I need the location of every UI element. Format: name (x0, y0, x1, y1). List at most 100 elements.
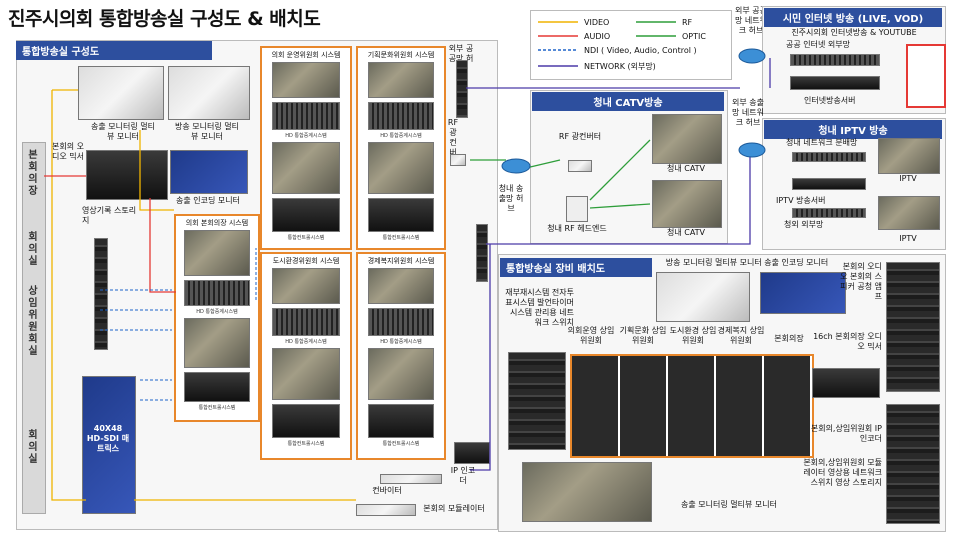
external-network-hub-label: 외부 공공망 네트워크 허브 (735, 6, 767, 35)
system-control-monitor (184, 318, 250, 368)
catv-label-2: 청내 CATV (666, 228, 706, 237)
matrix-photo (82, 376, 136, 514)
converter-device (380, 474, 442, 484)
matrix-label: 40X48 HD-SDI 매트릭스 (86, 424, 130, 453)
system-main-hall: 의회 본회의장 시스템 HD 통합중계시스템 통합컨트롤시스템 (174, 214, 260, 422)
system-monitor (368, 268, 434, 304)
equipment-right-1: 본회의 오디오 본회의 스피커 공청 앰프 (840, 262, 882, 301)
ip-encoder-label: IP 인코더 (450, 466, 476, 485)
rf-rack-device (476, 224, 488, 282)
equipment-broadcast-monitor (656, 272, 750, 322)
equipment-right-4: 본회의,상임위원회 모듈레이터 영상용 네트워크 스위치 영상 스토리지 (803, 458, 882, 487)
col-label-2: 도시환경 상임위원회 (669, 326, 717, 345)
architecture-panel-header: 통합방송실 구성도 (16, 41, 212, 60)
internal-hub-label: 청내 송출망 허브 (498, 184, 524, 213)
iptv-screen-1 (878, 138, 940, 174)
equipment-top-monitors-label: 방송 모니터링 멀티뷰 모니터 송출 인코딩 모니터 (665, 258, 829, 267)
audio-mixer-photo (86, 150, 168, 200)
citizen-line-2: 공공 인터넷 외부망 (786, 40, 850, 49)
system-monitor (272, 62, 340, 98)
rf-line (589, 139, 651, 201)
system-switcher (272, 102, 340, 130)
citizen-line-3: 인터넷방송서버 (804, 96, 856, 105)
system-control-monitor (272, 142, 340, 194)
citizen-server (790, 76, 880, 90)
encoding-monitor-photo (170, 150, 248, 194)
system-monitor (272, 268, 340, 304)
converter-label: 컨바이터 (372, 486, 402, 495)
equipment-desk-area (570, 354, 814, 458)
broadcast-monitor-label: 방송 모니터링 멀티뷰 모니터 (175, 122, 239, 141)
catv-label-1: 청내 CATV (666, 164, 706, 173)
system-monitor (368, 62, 434, 98)
system-monitor (184, 230, 250, 276)
network-line (470, 244, 491, 471)
system-control-unit (368, 198, 434, 232)
legend-label: VIDEO (584, 18, 609, 27)
router-icon (738, 48, 766, 64)
video-line (139, 130, 174, 211)
output-monitor-label: 송출 모니터링 멀티뷰 모니터 (91, 122, 155, 141)
iptv-label-2: IPTV (899, 234, 917, 243)
citizen-switch (790, 54, 880, 66)
iptv-server-label: IPTV 방송서버 (776, 196, 826, 205)
external-output-hub-label: 외부 송출망 네트워크 허브 (732, 98, 764, 127)
equipment-header: 통합방송실 장비 배치도 (500, 258, 652, 277)
col-label-0: 의회운영 상임위원회 (567, 326, 615, 345)
equipment-right-2: 16ch 본회의장 오디오 믹서 (813, 332, 882, 351)
rf-optic-converter (568, 160, 592, 172)
citizen-broadcast-header: 시민 인터넷 방송 (LIVE, VOD) (764, 8, 942, 27)
equipment-bottom-label: 송출 모니터링 멀티뷰 모니터 (681, 500, 777, 509)
system-control-monitor (368, 348, 434, 400)
rf-line (525, 159, 561, 169)
iptv-external-label: 청외 외부망 (784, 220, 824, 229)
iptv-server-device (792, 178, 866, 190)
legend-label: NETWORK (외부망) (584, 61, 656, 71)
system-control-unit (368, 404, 434, 438)
system-switcher (272, 308, 340, 336)
output-monitor-photo (78, 66, 164, 120)
col-label-1: 기획문화 상임위원회 (619, 326, 667, 345)
equipment-right-3: 본회의,상임위원회 IP 인코더 (810, 424, 882, 443)
iptv-external-device (792, 208, 866, 218)
modulator-label: 본회의 모듈레이터 (423, 504, 485, 513)
legend-label: OPTIC (682, 32, 706, 41)
system-control-monitor (368, 142, 434, 194)
video-storage-label: 영상기록 스토리지 (82, 206, 137, 225)
modulator-device (356, 504, 416, 516)
system-planning: 기획문화위원회 시스템 HD 통합중계시스템 통합컨트롤시스템 (356, 46, 446, 250)
rf-headend-device (566, 196, 588, 222)
network-line (486, 156, 751, 245)
system-urban: 도시환경위원회 시스템 HD 통합중계시스템 통합컨트롤시스템 (260, 252, 352, 460)
equipment-bottom-monitor (522, 462, 652, 522)
iptv-label-1: IPTV (899, 174, 917, 183)
iptv-header: 청내 IPTV 방송 (764, 120, 942, 139)
system-switcher (368, 308, 434, 336)
system-switcher (184, 280, 250, 306)
rf-line (589, 203, 651, 209)
equipment-right-rack-1 (886, 262, 940, 392)
system-control-unit (184, 372, 250, 402)
encoding-monitor-label: 송출 인코딩 모니터 (176, 196, 240, 205)
youtube-screenshot (906, 44, 946, 108)
broadcast-monitor-photo (168, 66, 250, 120)
rf-optic-converter-label: RF 광컨버터 (558, 132, 602, 141)
citizen-line-1: 진주시의회 인터넷방송 & YOUTUBE (791, 28, 917, 37)
catv-header: 청내 CATV방송 (532, 92, 724, 111)
audio-mixer-label: 본회의 오디오 믹서 (52, 142, 84, 161)
iptv-screen-2 (878, 196, 940, 230)
system-control-monitor (272, 348, 340, 400)
system-switcher (368, 102, 434, 130)
iptv-splitter (792, 152, 866, 162)
external-hub-device (456, 60, 468, 118)
equipment-left-list: 재부재시스템 전자투표시스템 발언타이머 시스템 관리용 네트워크 스위치 (505, 288, 574, 327)
system-control-unit (272, 404, 340, 438)
system-economy: 경제복지위원회 시스템 HD 통합중계시스템 통합컨트롤시스템 (356, 252, 446, 460)
router-icon (501, 158, 531, 174)
